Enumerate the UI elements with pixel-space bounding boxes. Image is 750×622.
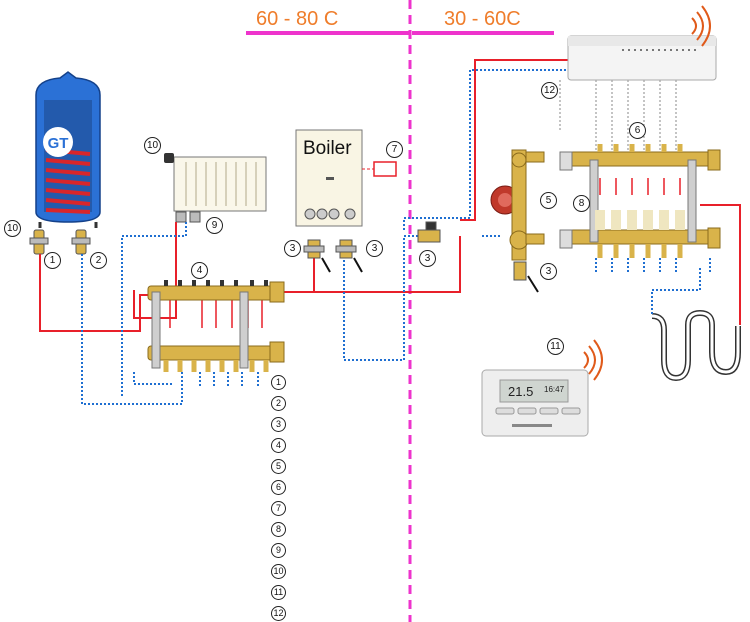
legend-item: 2 — [271, 396, 286, 411]
callout-return-valve: 2 — [90, 252, 107, 269]
tank-logo: GT — [48, 135, 69, 152]
callout-supply-valve: 1 — [44, 252, 61, 269]
buffer-tank: GT — [35, 71, 101, 228]
callout-radiator: 10 — [144, 137, 161, 154]
ball-valve — [417, 221, 441, 243]
return-pipes — [81, 69, 711, 405]
zone-bar-right — [412, 31, 554, 35]
radiator-manifold — [147, 280, 285, 372]
legend-item: 7 — [271, 501, 286, 516]
callout-radiator-manifold: 4 — [191, 262, 208, 279]
ufh-manifold — [559, 144, 721, 258]
legend-item: 9 — [271, 543, 286, 558]
callout-pump: 5 — [540, 192, 557, 209]
callout-room-sensor: 7 — [386, 141, 403, 158]
callout-mixing-valve: 3 — [540, 263, 557, 280]
legend-item: 11 — [271, 585, 286, 600]
legend-item: 6 — [271, 480, 286, 495]
legend-item: 10 — [271, 564, 286, 579]
boiler-label: Boiler — [303, 138, 352, 159]
zone-controller — [567, 35, 717, 81]
legend-item: 8 — [271, 522, 286, 537]
zone-label-low-temp: 30 - 60C — [444, 8, 521, 30]
supply-pipes — [39, 59, 741, 332]
legend-item: 1 — [271, 375, 286, 390]
callout-zone-controller: 12 — [541, 82, 558, 99]
callout-radiator-valve: 9 — [206, 217, 223, 234]
callout-tank-valve: 10 — [4, 220, 21, 237]
wifi-icon — [691, 5, 711, 47]
callout-boiler-valve-right: 3 — [366, 240, 383, 257]
legend-item: 3 — [271, 417, 286, 432]
legend-item: 5 — [271, 459, 286, 474]
zone-bar-left — [246, 31, 411, 35]
tank-valve-left — [29, 229, 49, 255]
radiator — [164, 153, 267, 223]
boiler — [295, 129, 363, 227]
callout-ufh-manifold-8: 8 — [573, 195, 590, 212]
room-sensor — [373, 161, 397, 177]
legend-item: 12 — [271, 606, 286, 621]
mixing-valve — [513, 261, 539, 293]
callout-thermostat: 11 — [547, 338, 564, 355]
thermostat-temperature: 21.5 — [508, 384, 533, 399]
boiler-valve-right — [335, 239, 363, 273]
callout-ufh-manifold-6: 6 — [629, 122, 646, 139]
zone-label-high-temp: 60 - 80 C — [256, 8, 339, 30]
wifi-icon — [583, 339, 603, 381]
callout-ball-valve: 3 — [419, 250, 436, 267]
thermostat-time: 16:47 — [544, 385, 565, 394]
boiler-valve-left — [303, 239, 331, 273]
wireless-thermostat: 21.5 16:47 — [481, 369, 589, 437]
controller-wires — [559, 80, 677, 150]
tank-valve-right — [71, 229, 91, 255]
callout-boiler-valve-left: 3 — [284, 240, 301, 257]
legend-item: 4 — [271, 438, 286, 453]
circulation-pump — [490, 149, 545, 261]
